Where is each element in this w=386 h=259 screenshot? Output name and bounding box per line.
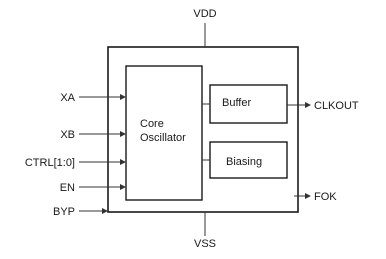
core-oscillator-label-line2: Oscillator bbox=[140, 132, 186, 144]
vdd-label: VDD bbox=[193, 8, 216, 20]
xa-arrowhead-icon bbox=[120, 94, 126, 100]
input-pin-byp: BYP bbox=[53, 206, 108, 218]
core-oscillator-label-line1: Core bbox=[140, 118, 164, 130]
xb-arrowhead-icon bbox=[120, 131, 126, 137]
output-pin-fok: FOK bbox=[294, 191, 337, 203]
xb-label: XB bbox=[60, 129, 75, 141]
input-pin-xa: XA bbox=[60, 92, 126, 104]
byp-label: BYP bbox=[53, 206, 75, 218]
input-pin-xb: XB bbox=[60, 129, 126, 141]
byp-arrowhead-icon bbox=[102, 208, 108, 214]
input-pin-en: EN bbox=[60, 182, 126, 194]
buffer-label: Buffer bbox=[222, 97, 251, 109]
fok-arrowhead-icon bbox=[305, 193, 311, 199]
ctrl-arrowhead-icon bbox=[120, 159, 126, 165]
biasing-label: Biasing bbox=[226, 156, 262, 168]
vss-label: VSS bbox=[194, 238, 216, 250]
en-label: EN bbox=[60, 182, 75, 194]
core-oscillator-block bbox=[125, 65, 203, 201]
output-pin-clkout: CLKOUT bbox=[287, 100, 359, 112]
fok-label: FOK bbox=[314, 191, 337, 203]
clkout-arrowhead-icon bbox=[305, 102, 311, 108]
clkout-label: CLKOUT bbox=[314, 100, 359, 112]
input-pin-ctrl: CTRL[1:0] bbox=[25, 157, 126, 169]
xa-label: XA bbox=[60, 92, 75, 104]
en-arrowhead-icon bbox=[120, 184, 126, 190]
ctrl-label: CTRL[1:0] bbox=[25, 157, 75, 169]
